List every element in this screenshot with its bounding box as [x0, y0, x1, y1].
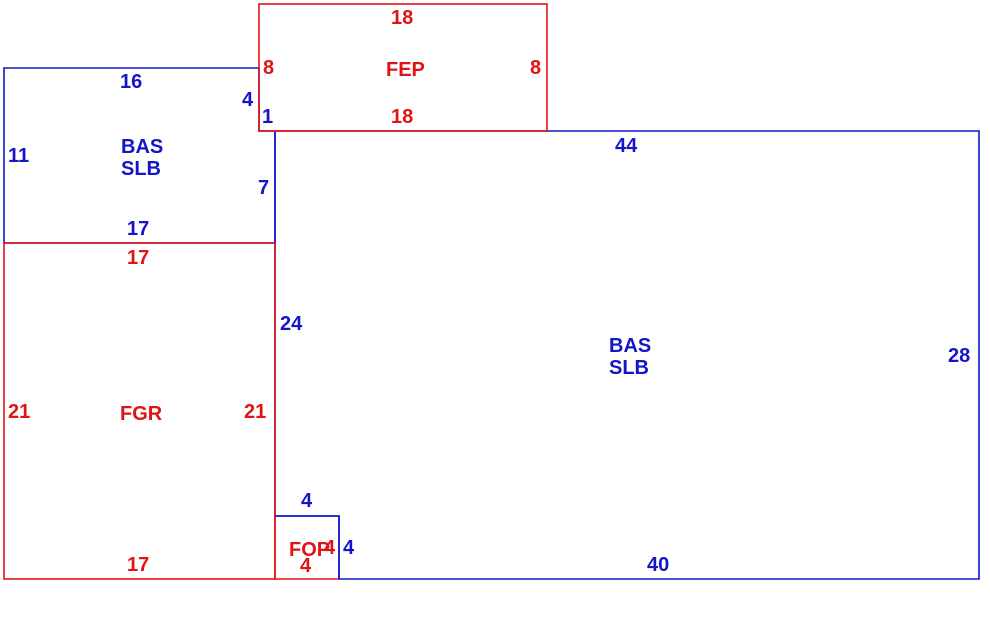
- dim-fop-bottom: 4: [300, 555, 312, 577]
- bas-main-label: BAS SLB: [609, 335, 651, 379]
- dim-bas-top-right: 7: [258, 177, 270, 199]
- bas-main-code: BAS: [609, 335, 652, 357]
- dim-fgr-top: 17: [127, 247, 150, 269]
- bas-top-label: BAS SLB: [121, 136, 163, 180]
- bas-main-subcode: SLB: [609, 357, 649, 379]
- fop-outline-red: [274, 516, 339, 580]
- dim-bas-top-left: 11: [8, 145, 30, 167]
- dim-bas-top-top: 16: [120, 71, 143, 93]
- fep-label: FEP: [386, 59, 425, 81]
- fgr-label: FGR: [120, 403, 163, 425]
- dim-fep-right: 8: [530, 57, 542, 79]
- dim-fep-bottom: 18: [391, 106, 414, 128]
- fop-outline-blue: [275, 515, 340, 579]
- fop-label: FOP: [289, 539, 331, 561]
- dim-fgr-right: 21: [244, 401, 267, 423]
- dim-bas-main-left: 24: [280, 313, 303, 335]
- dim-fep-top: 18: [391, 7, 414, 29]
- fep-outline: [258, 3, 548, 132]
- dim-bas-top-bottom: 17: [127, 218, 150, 240]
- dim-fop-top: 4: [301, 490, 313, 512]
- dim-bas-main-right: 28: [948, 345, 971, 367]
- fgr-outline: [3, 242, 276, 580]
- dim-bas-main-top: 44: [615, 135, 638, 157]
- bas-top-code: BAS: [121, 136, 164, 158]
- dim-bas-top-step: 4: [242, 89, 254, 111]
- dim-fep-left: 8: [263, 57, 275, 79]
- dim-fgr-left: 21: [8, 401, 31, 423]
- dim-fop-left: 4: [324, 537, 336, 559]
- dim-bas-main-bottom: 40: [647, 554, 670, 576]
- dim-fgr-bottom: 17: [127, 554, 150, 576]
- dim-fop-right: 4: [343, 537, 355, 559]
- dim-bas-top-notch: 1: [262, 106, 274, 128]
- bas-top-subcode: SLB: [121, 158, 161, 180]
